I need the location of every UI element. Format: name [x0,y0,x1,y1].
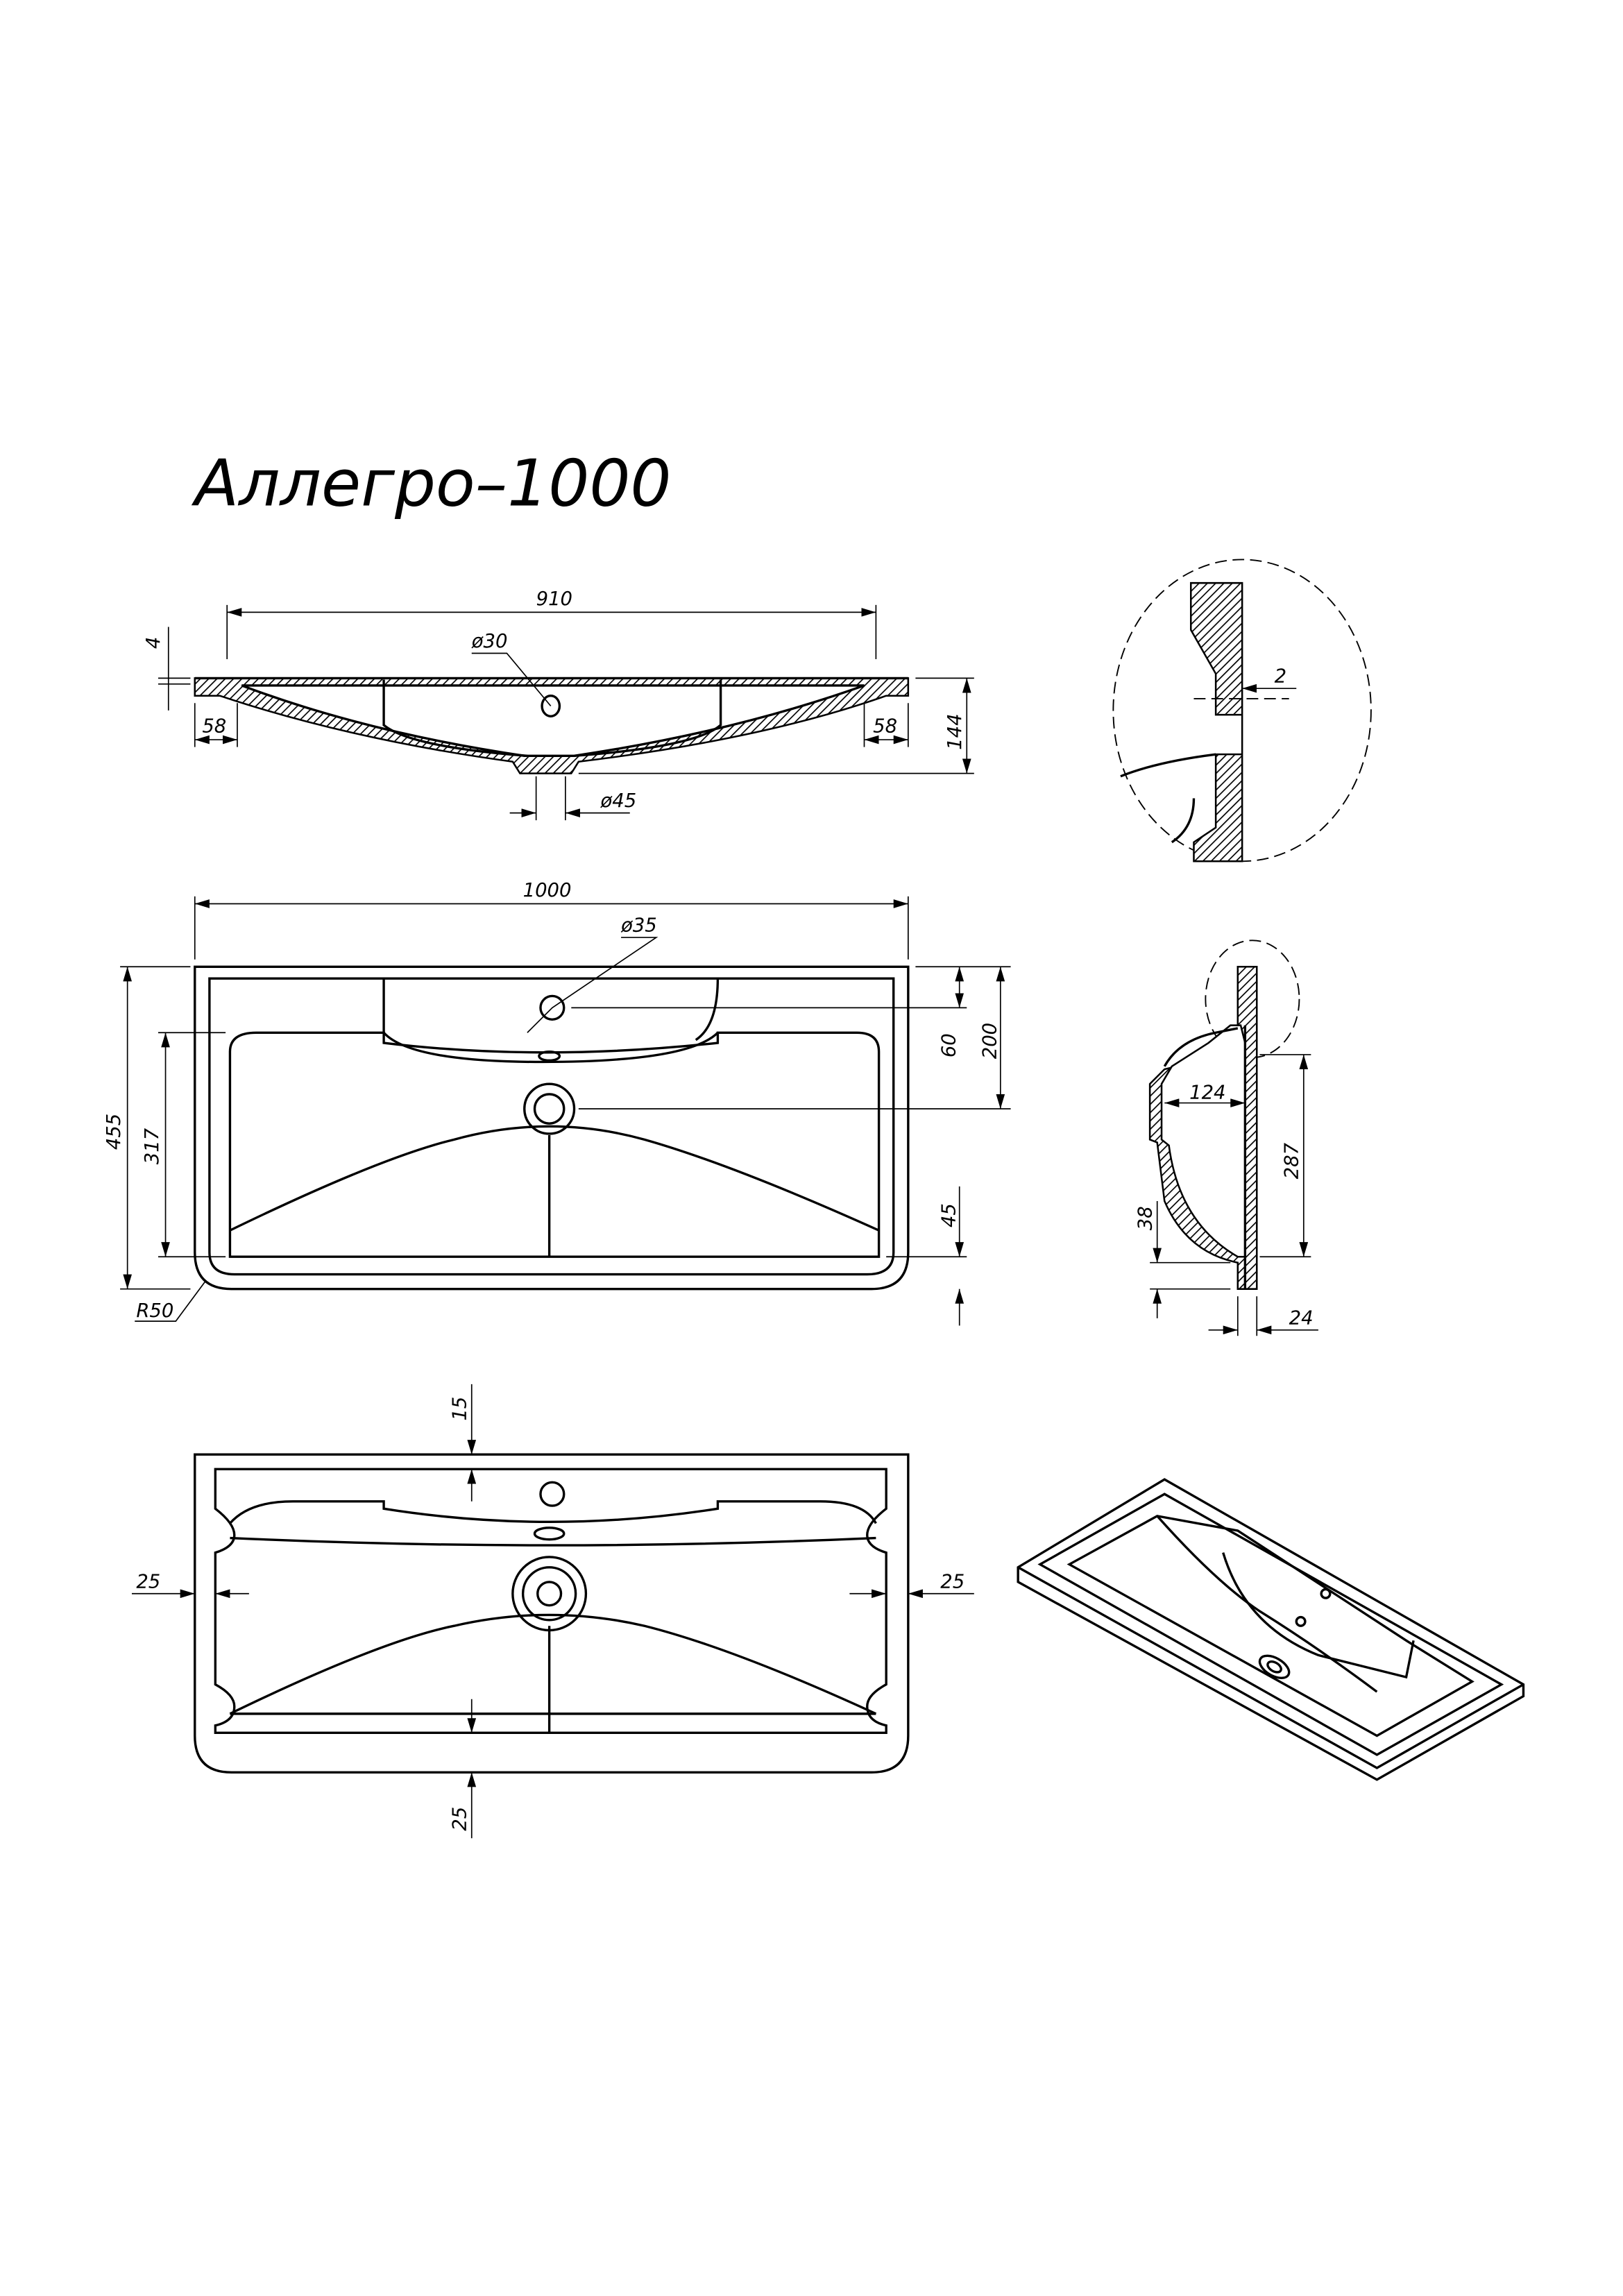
dim-58-right: 58 [873,716,897,738]
dim-910: 910 [536,588,572,610]
dim-455: 455 [103,1114,125,1150]
dim-58-left: 58 [202,716,226,738]
dim-60: 60 [938,1033,960,1057]
dim-1000: 1000 [523,880,572,901]
dim-45: 45 [938,1203,960,1227]
dim-25-right: 25 [940,1571,965,1592]
isometric-view [1017,1478,1525,1781]
bottom-view: 15 25 25 25 [131,1384,974,1839]
tap-hole-circle [539,994,566,1021]
dim-124: 124 [1189,1082,1225,1103]
drawing-title: Аллегро–1000 [192,445,672,520]
dim-drain-45: ø45 [600,790,637,812]
dim-200: 200 [979,1023,1001,1059]
dim-24: 24 [1289,1307,1314,1329]
dim-2: 2 [1275,666,1286,688]
section-view: 910 ø30 4 58 58 144 ø45 [143,588,974,821]
dim-144: 144 [944,713,966,749]
dim-r50: R50 [136,1300,173,1322]
dim-tap-35: ø35 [620,915,657,937]
dim-4: 4 [143,637,164,649]
dim-38: 38 [1135,1206,1156,1230]
dim-25-left: 25 [136,1571,160,1592]
dim-tap-30: ø30 [471,631,508,652]
tap-hole-circle [541,695,561,717]
dim-15: 15 [449,1397,470,1421]
dim-25-bottom: 25 [449,1807,470,1831]
dim-287: 287 [1281,1142,1302,1179]
tap-hole-circle [539,1481,566,1507]
detail-view: 2 [1112,559,1372,862]
drain-circle [511,1556,588,1632]
drain-circle [523,1082,576,1135]
side-view: 124 287 38 24 [1135,939,1318,1336]
plan-view: 1000 ø35 455 317 60 200 45 R50 [103,880,1011,1326]
dim-317: 317 [142,1128,163,1164]
